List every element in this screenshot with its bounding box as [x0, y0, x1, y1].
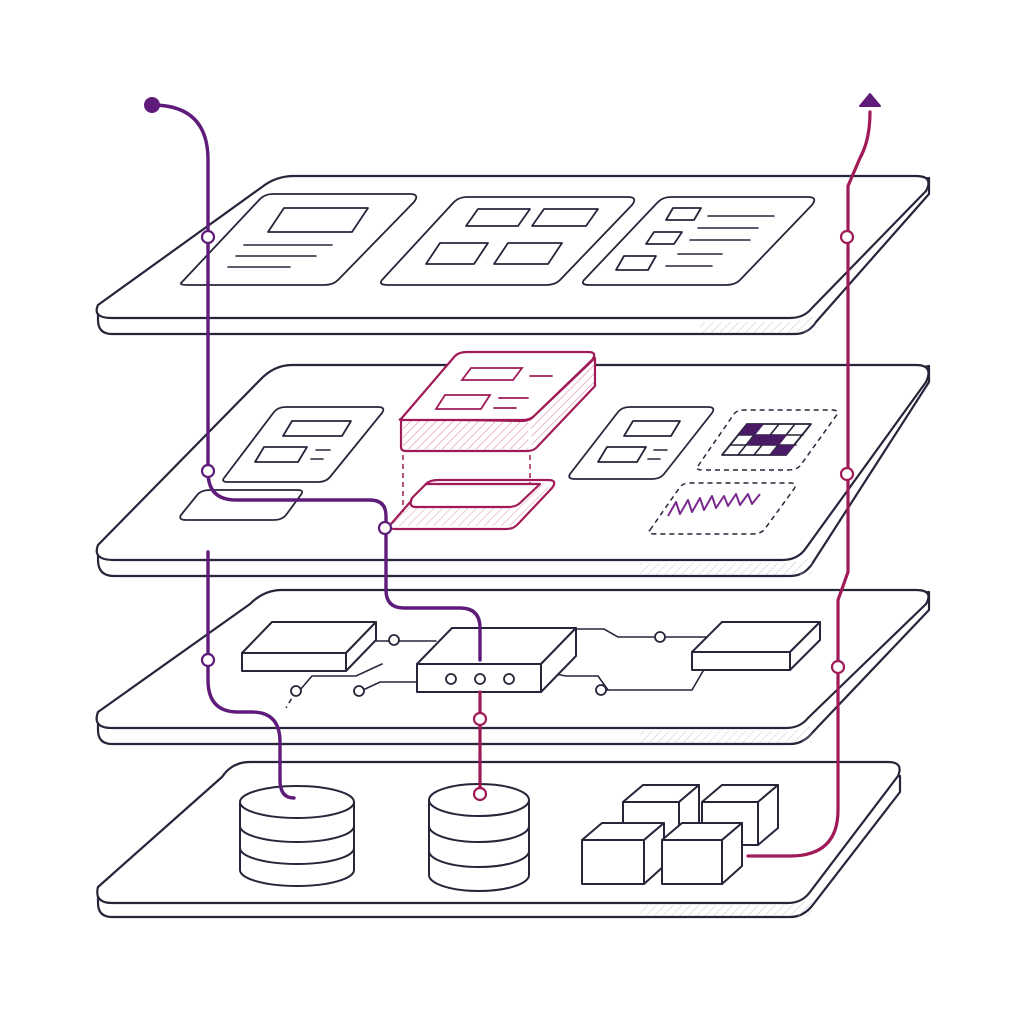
screen-panel	[379, 196, 636, 286]
waveform-icon	[648, 482, 797, 535]
route-end-arrow-icon	[859, 93, 881, 107]
cube-cluster-icon	[581, 784, 779, 885]
service-gateway	[416, 627, 577, 693]
component-card	[179, 489, 303, 521]
database-cylinder-icon	[239, 785, 355, 887]
component-card	[568, 406, 715, 480]
highlighted-component	[388, 350, 597, 531]
route-magenta	[472, 93, 881, 858]
service-block	[241, 621, 377, 672]
route-start-dot-icon	[144, 97, 160, 113]
screen-panel	[179, 193, 418, 286]
service-connectors	[285, 628, 713, 709]
route-purple	[144, 97, 482, 800]
service-block	[691, 621, 821, 671]
screen-panel	[581, 196, 816, 286]
component-card	[222, 406, 385, 483]
heatmap-grid-icon	[696, 409, 839, 471]
